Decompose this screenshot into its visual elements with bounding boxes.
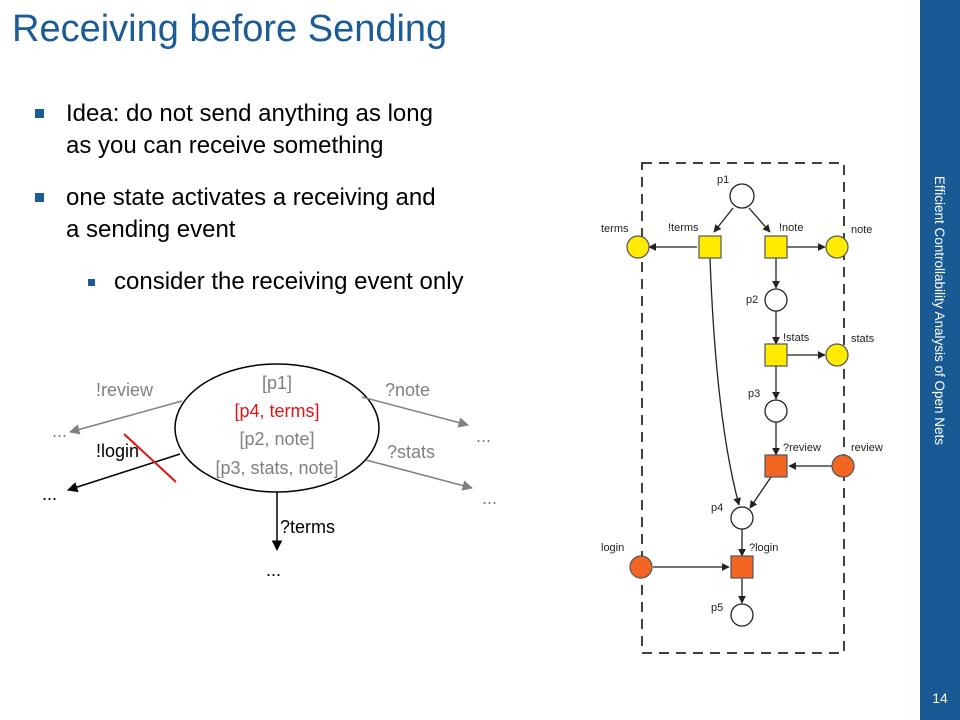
- edge-note-arrow: [361, 396, 470, 428]
- page-number: 14: [932, 690, 948, 706]
- bullet-item: Idea: do not send anything as long as yo…: [35, 98, 433, 162]
- bullet-text-line: Idea: do not send anything as long: [66, 100, 433, 127]
- place-terms: [626, 235, 650, 259]
- edge-login-arrow: [67, 453, 181, 493]
- place-login: [629, 555, 653, 579]
- transition-receive-login: [730, 555, 754, 579]
- edge-label-note: ?note: [385, 380, 430, 400]
- edge-label-terms: ?terms: [280, 517, 335, 537]
- transition-send-note: [764, 235, 788, 259]
- label-p1: p1: [717, 174, 729, 186]
- sub-bullet-item: consider the receiving event only: [88, 266, 464, 298]
- sidebar: Efficient Controllability Analysis of Op…: [920, 0, 960, 720]
- net-boundary: [641, 162, 845, 654]
- edge-label-stats: ?stats: [387, 442, 435, 462]
- bullet-text-line: one state activates a receiving and: [66, 184, 436, 211]
- bullet-marker-icon: [35, 109, 44, 118]
- bullet-marker-icon: [88, 279, 95, 286]
- edge-label-review: !review: [96, 380, 154, 400]
- arc-p1-terms: [713, 207, 734, 233]
- label-p2: p2: [746, 294, 758, 306]
- ellipsis-stats: ...: [482, 488, 497, 508]
- place-p2: [764, 288, 788, 312]
- bullet-text-line: as you can receive something: [66, 132, 384, 159]
- bullet-text-line: a sending event: [66, 216, 236, 243]
- edge-login-strikeout: [123, 433, 177, 483]
- place-p1: [729, 183, 755, 209]
- place-note: [825, 235, 849, 259]
- label-p3: p3: [748, 388, 760, 400]
- edge-review-arrow: [68, 400, 183, 435]
- label-p4: p4: [711, 502, 723, 514]
- place-stats: [825, 343, 849, 367]
- arc-tterms-p4: [709, 257, 741, 506]
- state-diagram: [p1] [p4, terms] [p2, note] [p3, stats, …: [42, 363, 497, 580]
- sidebar-title: Efficient Controllability Analysis of Op…: [932, 175, 948, 445]
- label-login: login: [601, 542, 624, 554]
- label-note: note: [851, 224, 872, 236]
- edge-stats-arrow: [365, 459, 474, 491]
- place-p4: [730, 506, 754, 530]
- ellipsis-terms: ...: [266, 560, 281, 580]
- bullet-item: one state activates a receiving and a se…: [35, 182, 436, 246]
- petri-net: p1 p2 p3 p4 p5 terms note stats review l…: [601, 162, 883, 654]
- state-line-p1: [p1]: [262, 373, 292, 393]
- slide-title: Receiving before Sending: [12, 8, 448, 50]
- ellipsis-login: ...: [42, 484, 57, 504]
- bullet-text-line: consider the receiving event only: [114, 268, 464, 295]
- transition-send-stats: [764, 343, 788, 367]
- label-t-terms: !terms: [668, 222, 699, 234]
- transition-send-terms: [698, 235, 722, 259]
- state-line-p2-note: [p2, note]: [239, 429, 314, 449]
- label-p5: p5: [711, 602, 723, 614]
- label-t-note: !note: [779, 222, 803, 234]
- label-t-review: ?review: [783, 442, 821, 454]
- ellipsis-review: ...: [52, 421, 67, 441]
- label-review: review: [851, 442, 883, 454]
- label-terms: terms: [601, 223, 629, 235]
- transition-receive-review: [764, 454, 788, 478]
- edge-label-login: !login: [96, 441, 139, 461]
- label-t-login: ?login: [749, 542, 778, 554]
- place-review: [831, 454, 855, 478]
- ellipsis-note: ...: [476, 426, 491, 446]
- arc-p1-note: [748, 207, 771, 233]
- place-p5: [730, 603, 754, 627]
- label-stats: stats: [851, 333, 875, 345]
- state-line-p3-stats-note: [p3, stats, note]: [215, 458, 338, 478]
- diagram-canvas: [p1] [p4, terms] [p2, note] [p3, stats, …: [42, 162, 883, 654]
- bullet-marker-icon: [35, 193, 44, 202]
- arc-treview-p4: [749, 476, 772, 509]
- place-p3: [764, 399, 788, 423]
- label-t-stats: !stats: [783, 332, 810, 344]
- state-line-p4-terms: [p4, terms]: [234, 401, 319, 421]
